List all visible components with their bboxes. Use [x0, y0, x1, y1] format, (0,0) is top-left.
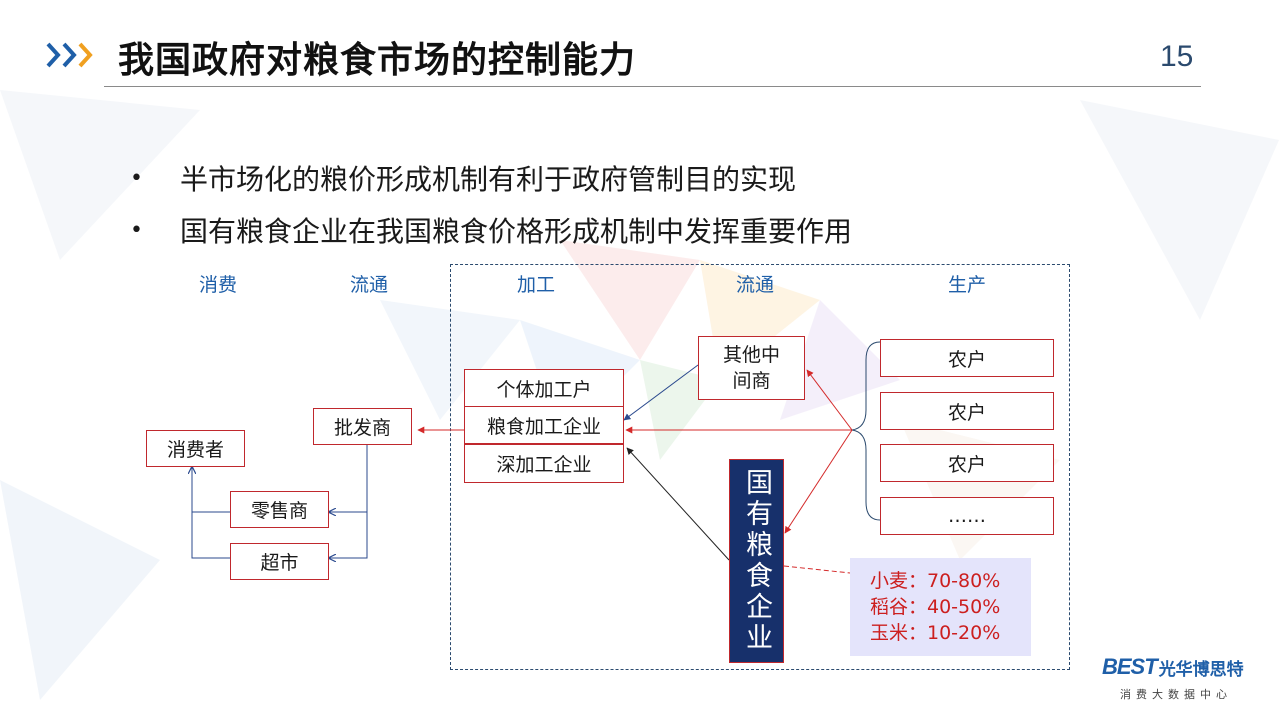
logo-mark: BEST — [1102, 654, 1158, 679]
farmer-box: 农户 — [880, 392, 1054, 430]
farmer-box: 农户 — [880, 444, 1054, 482]
share-rice: 稻谷：40-50% — [870, 596, 1001, 618]
column-header-distribution-2: 流通 — [735, 274, 775, 296]
bullet-text: 半市场化的粮价形成机制有利于政府管制目的实现 — [180, 163, 797, 196]
brand-logo: BEST 光华博思特 消费大数据中心 — [1102, 654, 1244, 702]
market-share-callout: 小麦：70-80% 稻谷：40-50% 玉米：10-20% — [850, 558, 1031, 656]
other-middleman-box: 其他中 间商 — [698, 336, 805, 400]
page-title: 我国政府对粮食市场的控制能力 — [118, 40, 637, 81]
state-owned-grain-enterprise-label: 国有粮食企业 — [741, 468, 772, 654]
chevrons-icon — [46, 42, 93, 68]
bullet-dot-icon: • — [130, 217, 143, 243]
title-divider — [104, 86, 1201, 87]
share-wheat: 小麦：70-80% — [870, 570, 1001, 592]
grain-processing-enterprise-box: 粮食加工企业 — [464, 406, 624, 444]
logo-subtitle: 消费大数据中心 — [1120, 688, 1232, 701]
consumer-box: 消费者 — [146, 430, 245, 467]
supermarket-box: 超市 — [230, 543, 329, 580]
share-corn: 玉米：10-20% — [870, 622, 1001, 644]
state-owned-grain-enterprise-box: 国有粮食企业 — [729, 459, 784, 663]
bullet-text: 国有粮食企业在我国粮食价格形成机制中发挥重要作用 — [180, 215, 853, 248]
logo-name: 光华博思特 — [1158, 659, 1244, 680]
bullet-list: • 半市场化的粮价形成机制有利于政府管制目的实现 • 国有粮食企业在我国粮食价格… — [130, 152, 852, 256]
deep-processing-enterprise-box: 深加工企业 — [464, 444, 624, 483]
wholesaler-box: 批发商 — [313, 408, 412, 445]
individual-processor-box: 个体加工户 — [464, 369, 624, 407]
farmer-box-ellipsis: …… — [880, 497, 1054, 535]
column-header-production: 生产 — [947, 274, 987, 296]
bullet-item: • 国有粮食企业在我国粮食价格形成机制中发挥重要作用 — [130, 204, 852, 256]
other-middleman-line: 其他中 — [722, 344, 780, 366]
column-header-processing: 加工 — [516, 274, 556, 296]
column-header-distribution: 流通 — [349, 274, 389, 296]
column-header-consumption: 消费 — [198, 274, 238, 296]
bullet-dot-icon: • — [130, 165, 143, 191]
farmer-box: 农户 — [880, 339, 1054, 377]
retailer-box: 零售商 — [230, 491, 329, 528]
page-number: 15 — [1160, 40, 1194, 73]
supply-chain-frame — [450, 264, 1070, 670]
bullet-item: • 半市场化的粮价形成机制有利于政府管制目的实现 — [130, 152, 852, 204]
other-middleman-line: 间商 — [732, 370, 771, 392]
